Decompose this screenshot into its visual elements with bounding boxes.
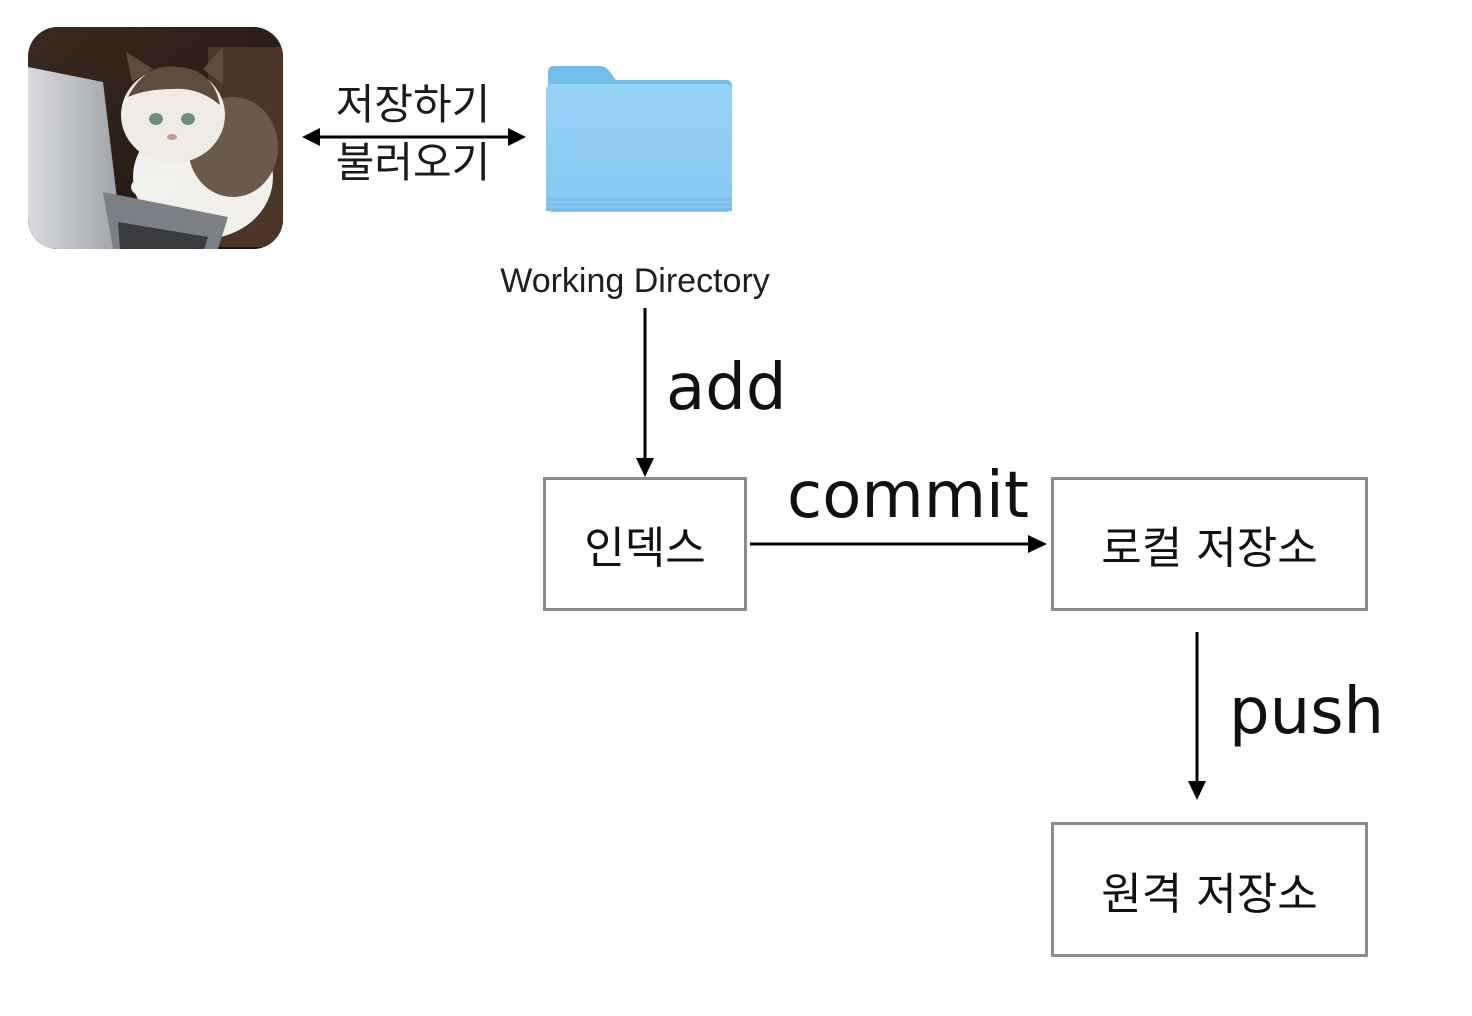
- index-node: 인덱스: [543, 477, 747, 611]
- add-label: add: [666, 351, 787, 425]
- commit-label: commit: [787, 459, 1029, 533]
- index-node-label: 인덱스: [584, 523, 706, 574]
- add-arrow: [636, 308, 654, 477]
- local-repo-node: 로컬 저장소: [1051, 477, 1368, 611]
- cat-at-laptop-image: [28, 27, 283, 249]
- user-photo: [28, 27, 283, 249]
- working-directory-label: Working Directory: [500, 262, 770, 300]
- remote-repo-node-label: 원격 저장소: [1101, 868, 1318, 920]
- remote-repo-node: 원격 저장소: [1051, 822, 1368, 957]
- load-label: 불러오기: [335, 138, 491, 187]
- local-repo-node-label: 로컬 저장소: [1101, 523, 1318, 574]
- push-label: push: [1229, 675, 1385, 749]
- save-load-double-arrow: [302, 128, 526, 146]
- save-label: 저장하기: [335, 80, 491, 129]
- push-arrow: [1188, 632, 1206, 800]
- folder-icon: [546, 66, 732, 212]
- commit-arrow: [750, 535, 1047, 553]
